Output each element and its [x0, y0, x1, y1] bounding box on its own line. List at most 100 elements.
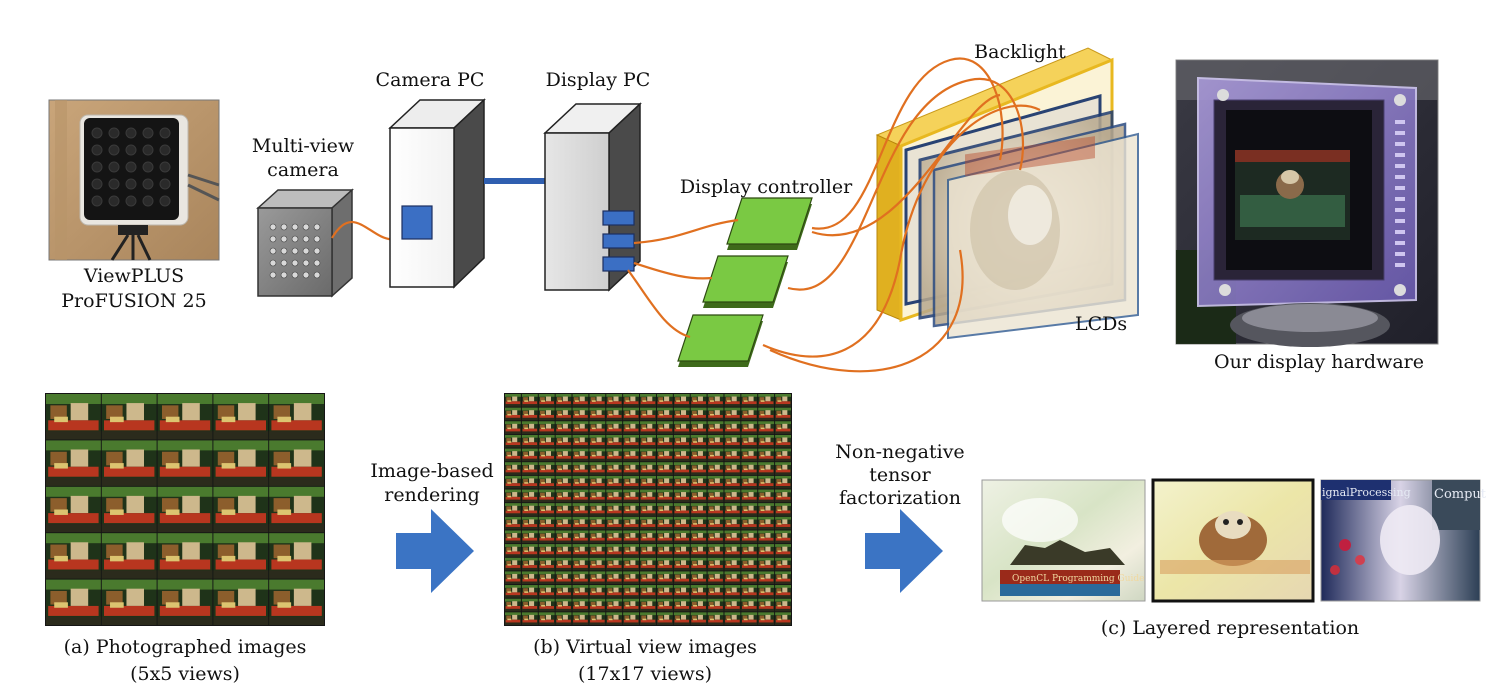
grid-cell-image — [640, 407, 656, 421]
grid-cell-image — [707, 489, 724, 503]
grid-cell-image — [555, 489, 572, 503]
grid-cell-image — [505, 448, 521, 462]
lens-grid — [269, 223, 321, 279]
grid-cell-image — [758, 557, 775, 571]
grid-cell-image — [707, 407, 724, 421]
grid-cell-image — [775, 462, 791, 475]
grid-cell-image — [656, 598, 673, 612]
multiview-camera-icon — [256, 188, 354, 298]
grid-cell-image — [623, 571, 640, 585]
grid-cell-image — [724, 489, 741, 503]
grid-cell-image — [690, 434, 707, 448]
grid-cell-image — [538, 585, 555, 598]
grid-cell-image — [606, 489, 623, 503]
grid-cell-image — [741, 598, 758, 612]
grid-cell-image — [758, 448, 775, 462]
grid-cell-image — [572, 544, 589, 557]
vent-hole — [1395, 197, 1405, 201]
vent-hole — [1395, 120, 1405, 124]
grid-cell-image — [707, 612, 724, 625]
grid-cell-image — [707, 462, 724, 475]
grid-cell-image — [538, 598, 555, 612]
grid-cell-image — [589, 598, 606, 612]
grid-cell-image — [623, 503, 640, 516]
lens-dot — [302, 259, 310, 267]
grid-cell-image — [589, 434, 606, 448]
grid-cell-image — [589, 585, 606, 598]
grid-cell-image — [505, 462, 521, 475]
grid-cell-image — [606, 585, 623, 598]
grid-cell-image — [606, 530, 623, 544]
grid-cell-image — [724, 598, 741, 612]
grid-cell-image — [724, 612, 741, 625]
grid-cell-image — [775, 544, 791, 557]
lcd-stack — [875, 47, 1139, 340]
lens-dot — [142, 161, 154, 173]
grid-cell-image — [589, 462, 606, 475]
grid-cell-image — [572, 571, 589, 585]
grid-cell-image — [555, 421, 572, 434]
grid-cell-image — [741, 612, 758, 625]
grid-cell-image — [505, 503, 521, 516]
display-controller-2 — [702, 255, 789, 308]
lens-dot — [108, 144, 120, 156]
ibr-arrow — [396, 509, 474, 593]
virtual-view-images-grid — [504, 393, 792, 626]
grid-cell-image — [606, 421, 623, 434]
lens-dot — [291, 247, 299, 255]
grid-cell-image — [606, 516, 623, 530]
grid-cell-image — [640, 503, 656, 516]
grid-cell-image — [656, 434, 673, 448]
grid-cell-image — [690, 448, 707, 462]
grid-cell-image — [656, 544, 673, 557]
grid-cell-image — [707, 503, 724, 516]
grid-cell-image — [741, 462, 758, 475]
grid-cell-image — [538, 503, 555, 516]
grid-cell-image — [741, 394, 758, 407]
grid-cell-image — [741, 585, 758, 598]
grid-cell-image — [555, 598, 572, 612]
grid-cell-image — [606, 394, 623, 407]
grid-cell-image — [656, 612, 673, 625]
grid-cell-image — [656, 448, 673, 462]
grid-cell-image — [707, 598, 724, 612]
grid-cell-image — [690, 407, 707, 421]
grid-cell-image — [623, 612, 640, 625]
grid-cell-image — [707, 544, 724, 557]
grid-cell-image — [521, 489, 538, 503]
lens-dot — [108, 195, 120, 207]
grid-cell-image — [555, 503, 572, 516]
display-hardware-label: Our display hardware — [1214, 351, 1424, 373]
grid-cell-image — [555, 462, 572, 475]
grid-cell-image — [640, 585, 656, 598]
lens-dot — [280, 223, 288, 231]
grid-cell-image — [758, 394, 775, 407]
grid-cell-image — [538, 434, 555, 448]
grid-cell-image — [606, 598, 623, 612]
grid-cell-image — [690, 489, 707, 503]
lens-dot — [108, 161, 120, 173]
grid-cell-image — [101, 533, 157, 579]
grid-cell-image — [269, 533, 324, 579]
grid-cell-image — [157, 486, 213, 533]
grid-cell-image — [656, 571, 673, 585]
display-controller-1 — [726, 197, 813, 250]
grid-cell-image — [555, 516, 572, 530]
grid-cell-image — [640, 530, 656, 544]
grid-cell-image — [521, 557, 538, 571]
lens-dot — [302, 235, 310, 243]
grid-cell-image — [572, 475, 589, 489]
grid-cell-image — [656, 394, 673, 407]
grid-cell-image — [640, 489, 656, 503]
lens-dot — [159, 195, 171, 207]
grid-cell-image — [707, 421, 724, 434]
grid-cell-image — [589, 612, 606, 625]
grid-cell-image — [673, 612, 690, 625]
grid-cell-image — [623, 434, 640, 448]
grid-cell-image — [213, 579, 269, 625]
camera-model-label-2: ProFUSION 25 — [61, 290, 206, 312]
lens-dot — [291, 271, 299, 279]
grid-cell-image — [555, 557, 572, 571]
grid-cell-image — [555, 434, 572, 448]
